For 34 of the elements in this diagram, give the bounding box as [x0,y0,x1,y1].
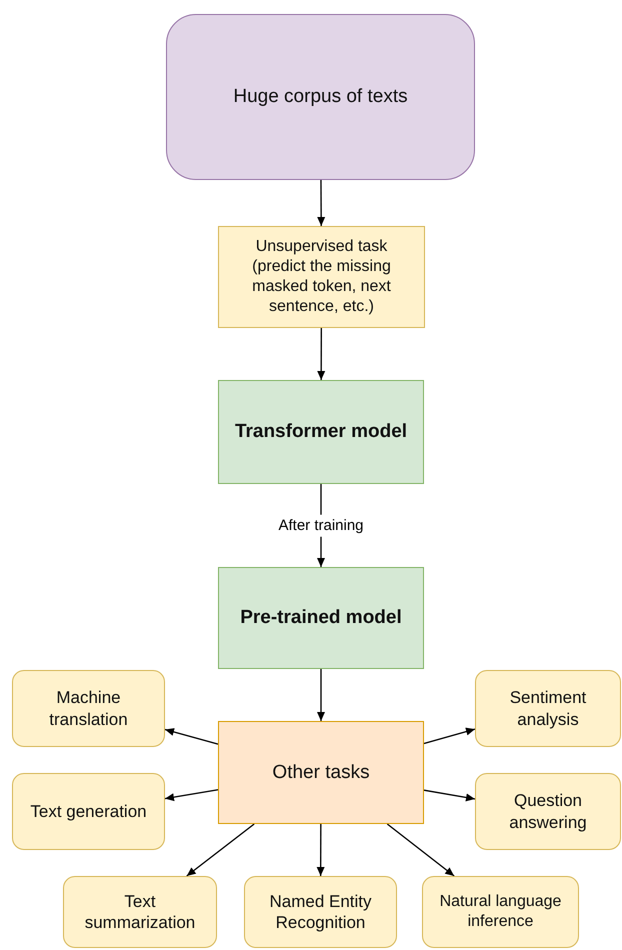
node-label: Pre-trained model [240,606,402,630]
node-label: Machine translation [48,687,129,730]
task-box [422,876,579,948]
arrow [316,824,325,876]
node-label: Huge corpus of texts [233,85,408,109]
task-box [475,773,621,850]
arrow [317,669,325,721]
node-label: Natural language inference [438,892,562,932]
node-label: Other tasks [272,760,370,784]
task-box [218,226,425,328]
task-box [12,773,165,850]
process-box [218,721,424,824]
node-label: Named Entity Recognition [268,890,373,934]
node-label: Question answering [508,790,588,833]
task-box [244,876,397,948]
node-label: Text generation [30,800,147,822]
node-label: Sentiment analysis [508,687,588,730]
arrow [317,328,326,380]
model-box [218,567,424,669]
rounded-box [166,14,475,180]
arrow [164,728,218,745]
task-box [63,876,217,948]
arrow [424,728,476,744]
model-box [218,380,424,484]
arrow [386,823,455,877]
arrow [164,789,218,802]
task-box [12,670,165,747]
node-label: Unsupervised task (predict the missing masked token, next sentence, etc.) [251,237,392,317]
arrow [317,180,326,226]
node-label: Text summarization [84,890,196,934]
node-label: Transformer model [234,420,408,444]
task-box [475,670,621,747]
arrow [186,823,255,877]
arrow [424,790,476,802]
